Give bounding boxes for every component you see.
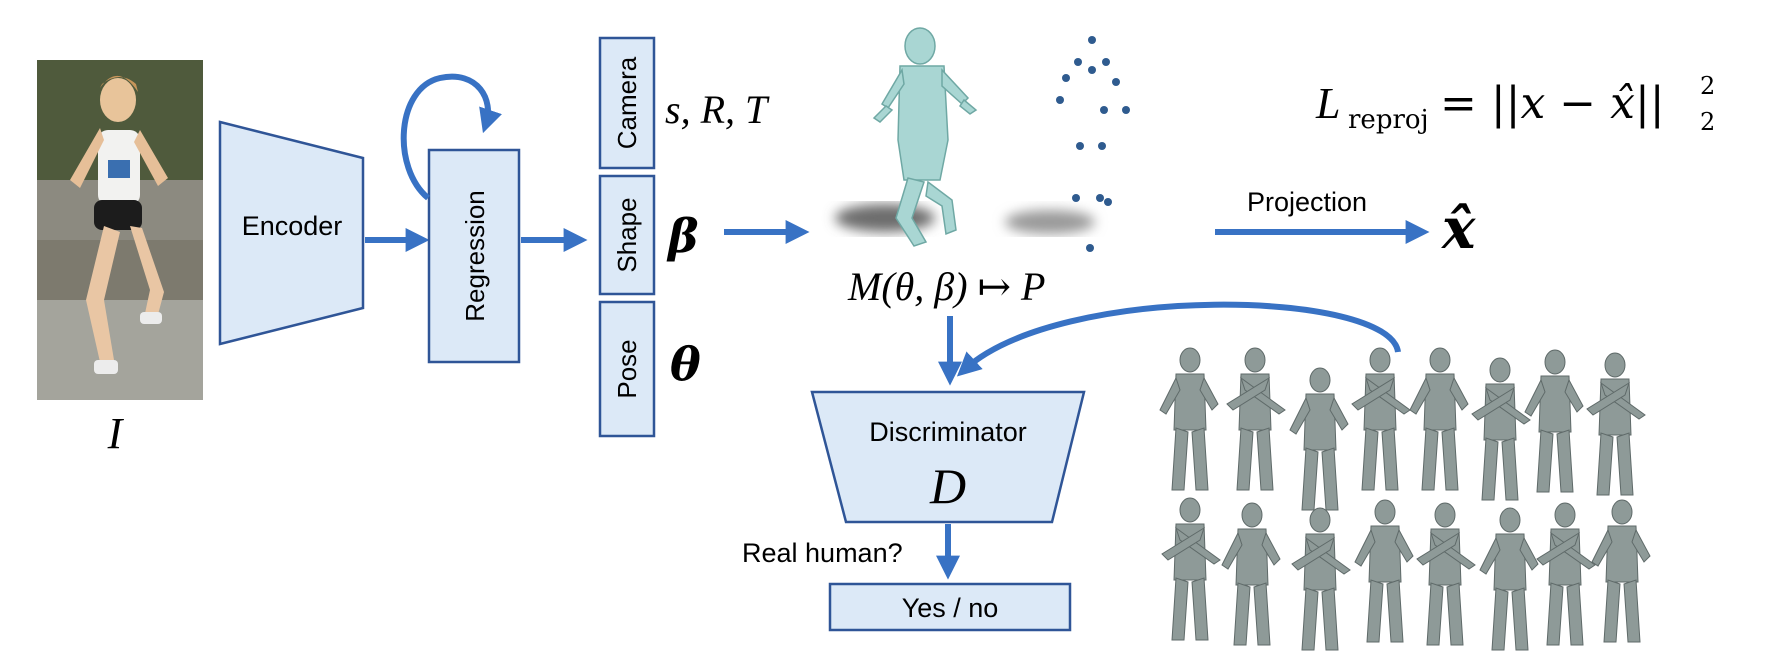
answer-label: Yes / no bbox=[902, 593, 999, 623]
answer-box bbox=[828, 582, 1072, 632]
loss-norm-sub: 2 bbox=[1700, 108, 1715, 136]
input-label: I bbox=[107, 409, 125, 458]
param-shape: Shape β bbox=[598, 174, 699, 296]
model-mapping: M(θ, β) ↦ P bbox=[847, 264, 1045, 309]
question-label: Real human? bbox=[742, 538, 903, 568]
loss-norm-sup: 2 bbox=[1700, 72, 1715, 100]
discriminator-label: Discriminator bbox=[869, 417, 1027, 447]
runner-figure bbox=[70, 75, 168, 374]
arrow-dataset-to-discriminator bbox=[956, 301, 1401, 377]
dataset-person bbox=[1161, 497, 1221, 641]
arrow-regression-loop bbox=[400, 73, 502, 201]
dataset-person bbox=[1536, 502, 1596, 646]
param-pose: Pose θ bbox=[598, 300, 701, 438]
input-image bbox=[37, 60, 203, 400]
reprojection-loss: L reproj = ||x − x̂|| 2 2 bbox=[1315, 72, 1715, 136]
pose-tab bbox=[598, 300, 656, 438]
param-camera: Camera s, R, T bbox=[598, 36, 770, 170]
dataset-person bbox=[1159, 347, 1219, 491]
shape-tab-label: Shape bbox=[612, 197, 642, 272]
dataset-person bbox=[1591, 499, 1651, 643]
camera-tab bbox=[598, 36, 656, 170]
dataset-person bbox=[1226, 347, 1286, 491]
regression-label: Regression bbox=[460, 190, 490, 322]
mesh-shadow bbox=[835, 204, 1095, 234]
dataset-person bbox=[1354, 499, 1414, 643]
dataset-person bbox=[1524, 349, 1584, 493]
dataset-person bbox=[1471, 357, 1531, 501]
dataset-person bbox=[1479, 507, 1539, 651]
camera-tab-label: Camera bbox=[612, 56, 642, 149]
camera-symbol: s, R, T bbox=[665, 87, 770, 132]
regression-block bbox=[427, 148, 521, 364]
body-mesh bbox=[872, 27, 978, 247]
loss-subscript: reproj bbox=[1348, 105, 1429, 135]
pose-tab-label: Pose bbox=[612, 339, 642, 398]
dataset-person bbox=[1586, 352, 1646, 496]
joint-points bbox=[1056, 36, 1130, 252]
projection-label: Projection bbox=[1247, 187, 1367, 217]
encoder-label: Encoder bbox=[242, 211, 343, 241]
encoder-block bbox=[218, 120, 365, 346]
dataset-person bbox=[1291, 507, 1351, 651]
discriminator-block bbox=[810, 390, 1086, 524]
dataset-person bbox=[1416, 502, 1476, 646]
discriminator-symbol: D bbox=[929, 458, 966, 514]
dataset-person bbox=[1409, 347, 1469, 491]
mesh-dataset bbox=[1159, 347, 1651, 651]
dataset-person bbox=[1221, 502, 1281, 646]
projected-keypoints-symbol: x̂ bbox=[1441, 196, 1476, 262]
loss-symbol: L bbox=[1315, 79, 1340, 128]
loss-expression: = ||x − x̂|| bbox=[1440, 78, 1665, 129]
pose-symbol: θ bbox=[670, 337, 701, 391]
dataset-person bbox=[1351, 347, 1411, 491]
shape-tab bbox=[598, 174, 656, 296]
shape-symbol: β bbox=[666, 209, 699, 263]
dataset-person bbox=[1289, 367, 1349, 511]
